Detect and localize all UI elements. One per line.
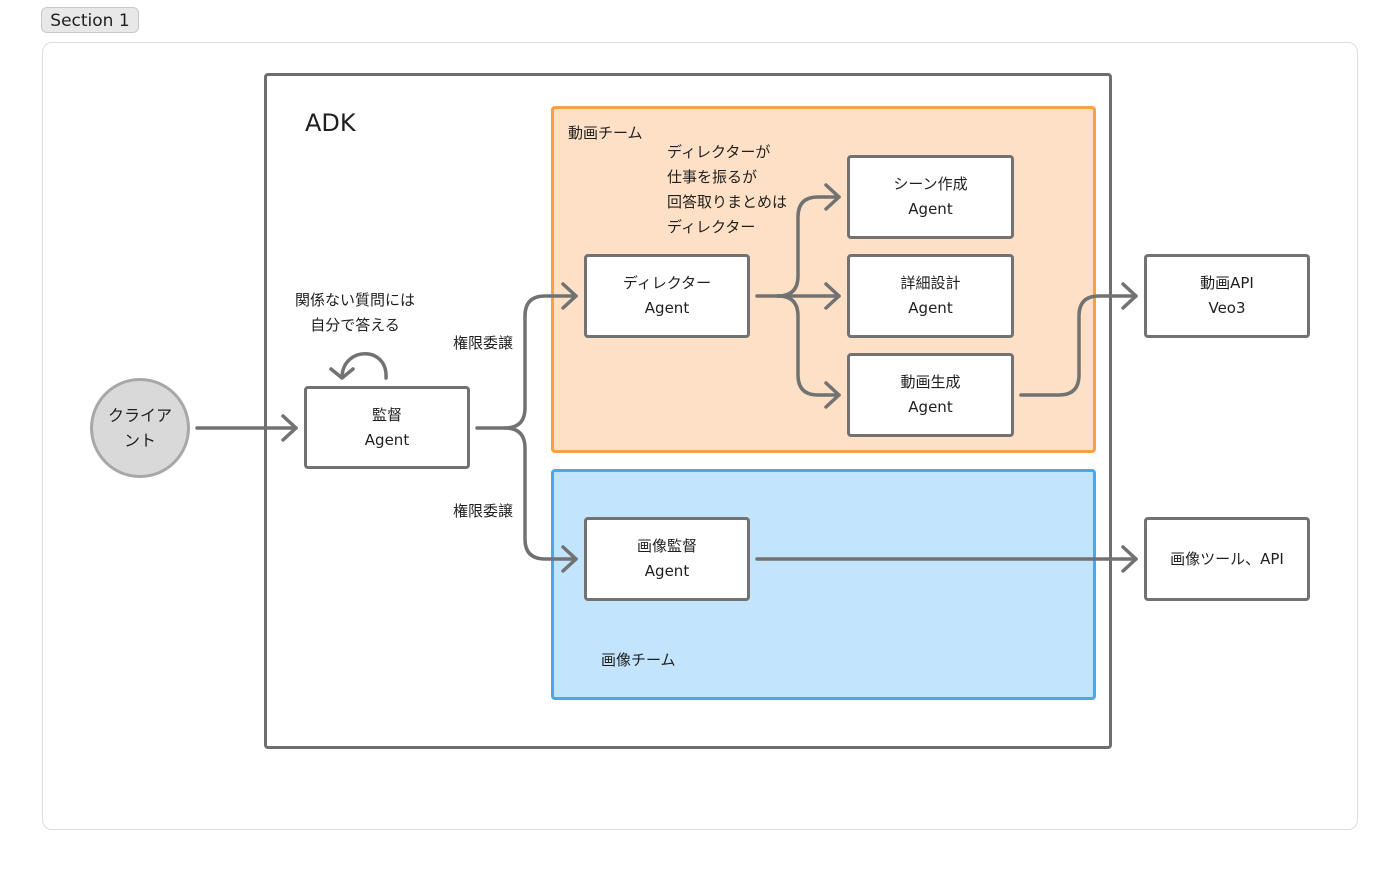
- supervisor-note-line2: 自分で答える: [310, 316, 400, 334]
- director-agent-node[interactable]: ディレクター Agent: [584, 254, 750, 338]
- director-note-line2: 仕事を振るが: [667, 168, 758, 186]
- client-label-line1: クライア: [107, 406, 172, 425]
- detail-agent-node[interactable]: 詳細設計 Agent: [847, 254, 1014, 338]
- adk-boundary: [264, 73, 1112, 749]
- scene-title: シーン作成: [893, 175, 968, 193]
- arrowhead-self-loop: [329, 367, 355, 380]
- image-supervisor-subtitle: Agent: [644, 562, 690, 580]
- arrowhead-image-tools: [1121, 545, 1138, 573]
- supervisor-note: 関係ない質問には 自分で答える: [290, 288, 420, 338]
- section-label[interactable]: Section 1: [41, 7, 139, 33]
- client-node[interactable]: クライア ント: [90, 378, 190, 478]
- director-note-line3: 回答取りまとめは: [667, 193, 788, 211]
- arrowhead-detail: [824, 282, 841, 310]
- supervisor-agent-node[interactable]: 監督 Agent: [304, 386, 470, 469]
- image-team-label: 画像チーム: [601, 651, 676, 669]
- video-api-title: 動画API: [1200, 274, 1254, 292]
- scene-agent-node[interactable]: シーン作成 Agent: [847, 155, 1014, 239]
- arrowhead-videoapi: [1121, 282, 1138, 310]
- delegation-label-image: 権限委譲: [453, 502, 514, 520]
- client-label-line2: ント: [123, 431, 156, 450]
- arrowhead-image-supervisor: [561, 545, 578, 573]
- section-frame: [42, 42, 1358, 830]
- detail-title: 詳細設計: [900, 274, 961, 292]
- video-api-node[interactable]: 動画API Veo3: [1144, 254, 1310, 338]
- edge-supervisor-self-loop: [340, 352, 388, 380]
- director-subtitle: Agent: [644, 299, 690, 317]
- generate-title: 動画生成: [900, 373, 961, 391]
- video-team-label: 動画チーム: [568, 124, 643, 142]
- image-supervisor-agent-node[interactable]: 画像監督 Agent: [584, 517, 750, 601]
- scene-subtitle: Agent: [908, 200, 953, 218]
- arrowhead-scene: [824, 183, 841, 211]
- director-title: ディレクター: [622, 274, 712, 292]
- director-note-line4: ディレクター: [667, 218, 756, 236]
- arrowhead-generate: [824, 381, 841, 409]
- director-note-line1: ディレクターが: [667, 143, 771, 161]
- edge-supervisor-director: [475, 294, 578, 430]
- image-tools-title: 画像ツール、API: [1170, 549, 1284, 568]
- arrowhead-supervisor: [281, 414, 298, 442]
- director-note: ディレクターが 仕事を振るが 回答取りまとめは ディレクター: [667, 140, 787, 240]
- generate-agent-node[interactable]: 動画生成 Agent: [847, 353, 1014, 437]
- image-supervisor-title: 画像監督: [636, 537, 697, 555]
- supervisor-title: 監督: [371, 405, 402, 424]
- detail-subtitle: Agent: [908, 299, 953, 317]
- delegation-label-video: 権限委譲: [453, 334, 514, 352]
- supervisor-subtitle: Agent: [364, 430, 410, 449]
- arrowhead-director: [561, 282, 578, 310]
- edge-director-generate: [776, 294, 841, 397]
- edge-supervisor-image: [503, 426, 578, 561]
- video-api-subtitle: Veo3: [1208, 299, 1246, 317]
- adk-title: ADK: [305, 109, 356, 137]
- edge-generate-videoapi: [1019, 294, 1138, 397]
- generate-subtitle: Agent: [908, 398, 953, 416]
- image-tools-node[interactable]: 画像ツール、API: [1144, 517, 1310, 601]
- supervisor-note-line1: 関係ない質問には: [294, 291, 415, 309]
